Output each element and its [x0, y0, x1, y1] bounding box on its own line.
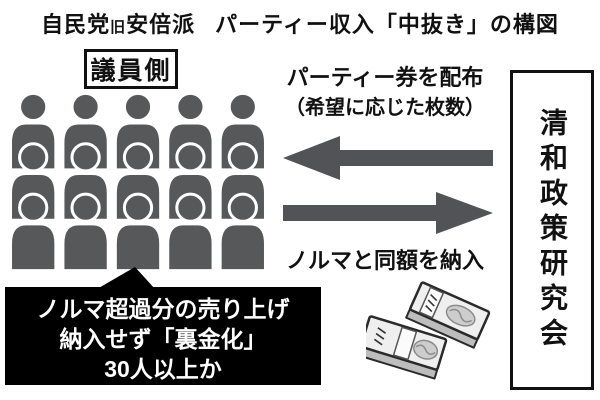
faction-name: 清和政策研究会	[537, 107, 568, 353]
banknote-stacks-icon	[366, 281, 491, 380]
distribute-arrow-label: パーティー券を配布 （希望に応じた枚数）	[276, 63, 494, 123]
callout-line3: 30人以上か	[96, 354, 230, 388]
distribute-arrow-label-line1: パーティー券を配布	[286, 65, 484, 90]
hidden-money-callout: ノルマ超過分の売り上げ 納入せず「裏金化」 30人以上か	[5, 287, 321, 388]
arrow-left-icon	[283, 136, 493, 180]
title-seg2: 安倍派	[126, 12, 196, 37]
person-silhouette-icon	[166, 192, 215, 273]
faction-box: 清和政策研究会	[510, 70, 594, 390]
callout-line1: ノルマ超過分の売り上げ	[36, 296, 290, 322]
members-side-label-box: 議員側	[84, 49, 178, 89]
title-seg1: 自民党	[41, 12, 111, 37]
page-title: 自民党旧安倍派パーティー収入「中抜き」の構図	[0, 7, 600, 39]
person-silhouette-icon	[218, 192, 267, 273]
distribute-arrow-label-line2: （希望に応じた枚数）	[285, 97, 485, 119]
members-side-label: 議員側	[90, 57, 172, 85]
callout-line2: 納入せず「裏金化」	[59, 326, 267, 352]
member-crowd	[9, 91, 267, 273]
title-seg3: パーティー収入「中抜き」の構図	[215, 12, 559, 37]
title-seg-small: 旧	[110, 19, 127, 36]
arrow-right-icon	[283, 192, 493, 234]
person-silhouette-icon	[61, 192, 110, 273]
person-silhouette-icon	[9, 192, 58, 273]
remit-arrow-label: ノルマと同額を納入	[285, 248, 484, 273]
callout-tail	[97, 267, 155, 289]
person-silhouette-icon	[113, 192, 163, 273]
